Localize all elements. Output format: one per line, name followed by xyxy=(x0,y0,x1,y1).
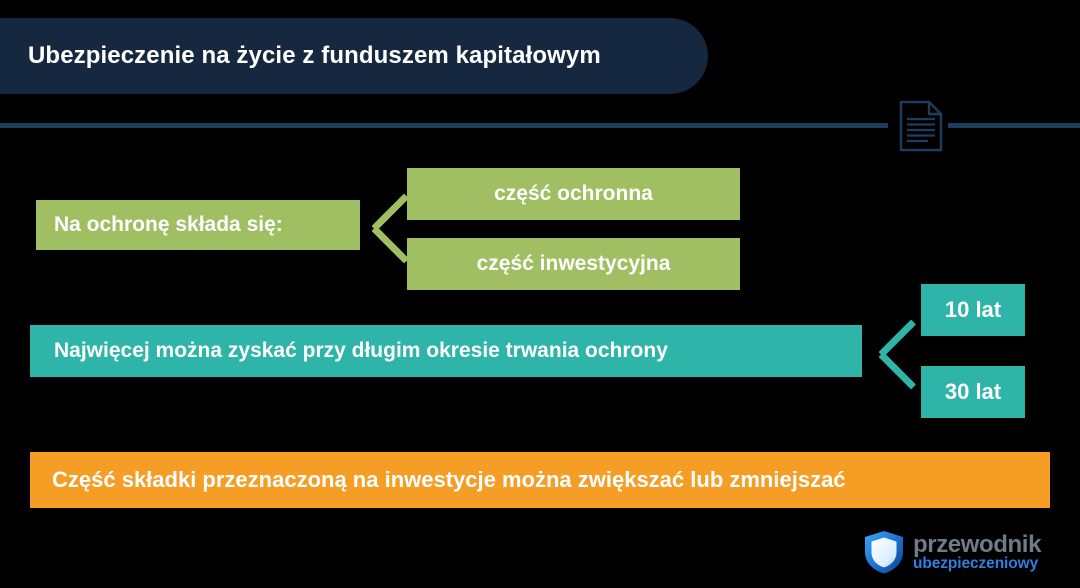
brand-name-secondary: ubezpieczeniowy xyxy=(913,554,1039,572)
brand-wordmark: przewodnik ubezpieczeniowy xyxy=(913,530,1042,572)
brand-name-primary: przewodnik xyxy=(913,530,1042,558)
protection-label-box: Na ochronę składa się: xyxy=(36,200,360,250)
duration-item-1: 30 lat xyxy=(921,366,1025,418)
protection-item-1: część inwestycyjna xyxy=(407,238,740,290)
divider-line-left xyxy=(0,123,888,128)
document-icon xyxy=(898,100,944,152)
premium-statement-box: Część składki przeznaczoną na inwestycje… xyxy=(30,452,1050,508)
chevron-stroke-bottom xyxy=(371,226,410,264)
duration-item-0: 10 lat xyxy=(921,284,1025,336)
divider-line-right xyxy=(948,123,1080,128)
chevron-stroke-top xyxy=(371,193,410,231)
chevron-stroke-bottom xyxy=(878,352,917,390)
page-title: Ubezpieczenie na życie z funduszem kapit… xyxy=(28,42,601,69)
brand-logo: przewodnik ubezpieczeniowy xyxy=(862,527,1072,577)
title-banner: Ubezpieczenie na życie z funduszem kapit… xyxy=(0,18,708,94)
shield-icon xyxy=(862,529,906,575)
chevron-stroke-top xyxy=(878,319,917,357)
protection-item-0: część ochronna xyxy=(407,168,740,220)
duration-label-box: Najwięcej można zyskać przy długim okres… xyxy=(30,325,862,377)
